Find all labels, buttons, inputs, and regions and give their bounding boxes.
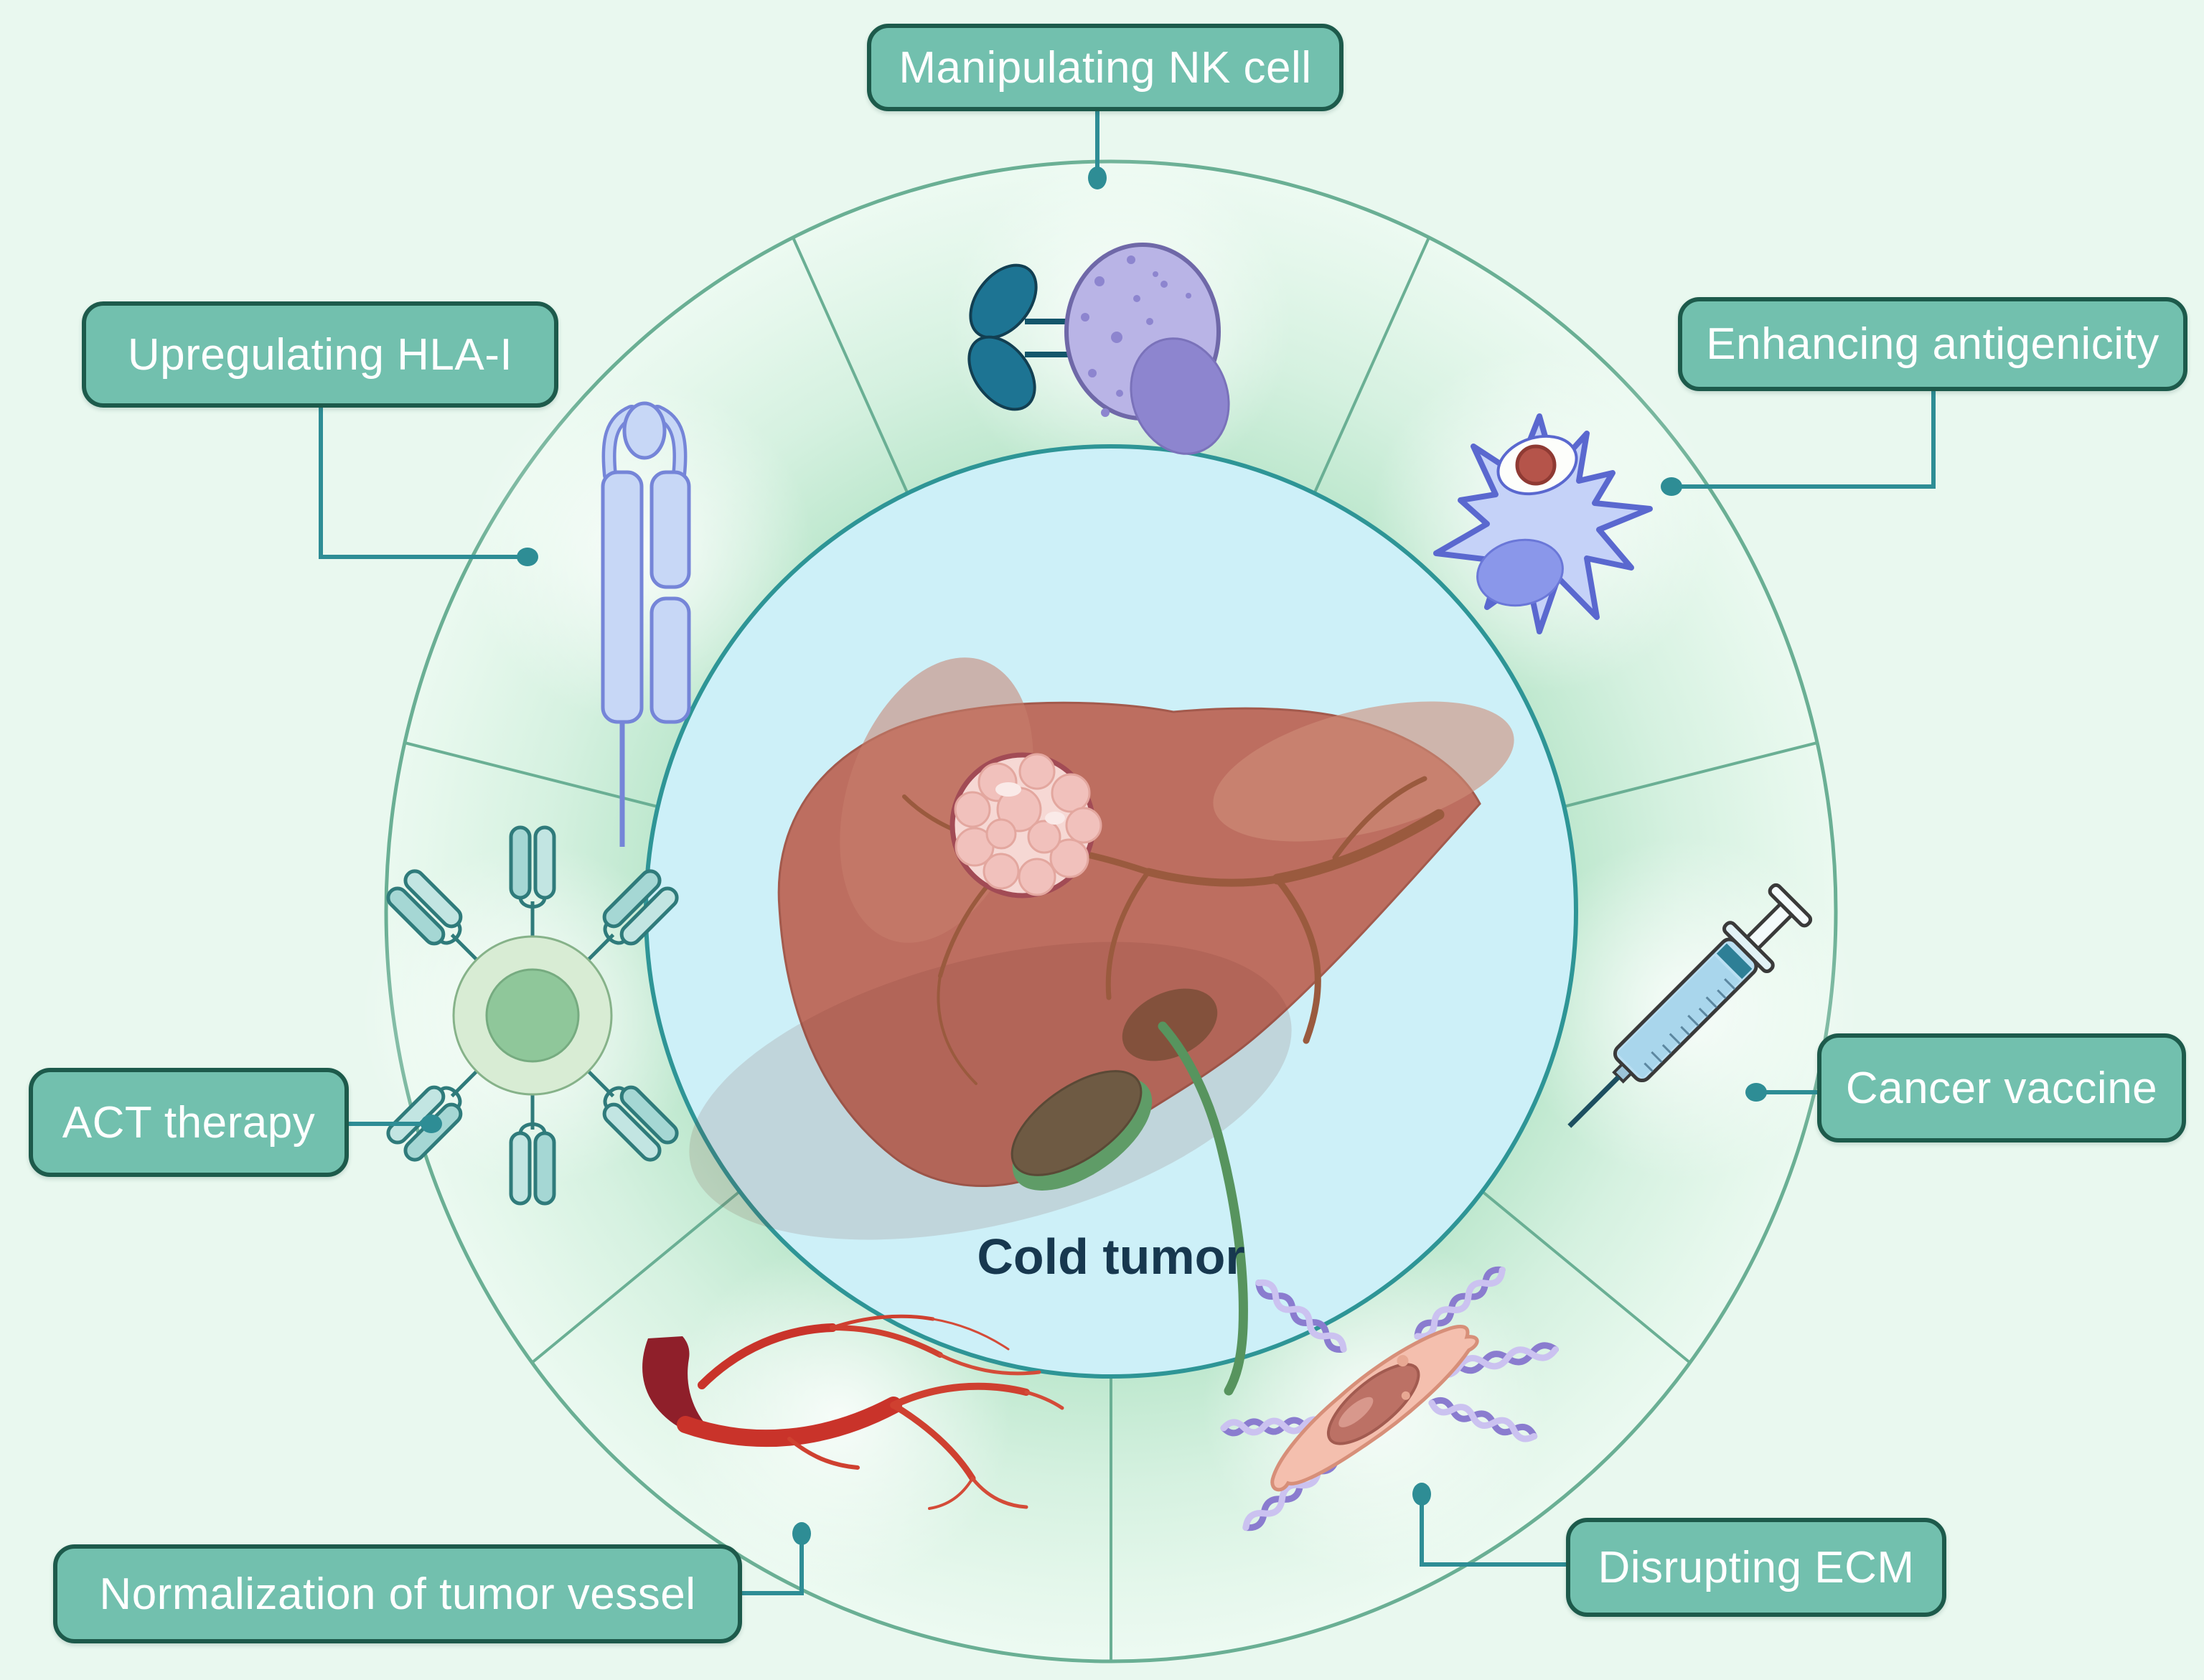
label-cancer-vaccine: Cancer vaccine	[1817, 1033, 2186, 1142]
liver-illustration	[689, 657, 1514, 1396]
syringe-scale-ticks	[1643, 978, 1736, 1072]
label-text: Manipulating NK cell	[899, 42, 1312, 93]
tumor-mass	[949, 752, 1102, 898]
nk-cell-icon	[967, 243, 1230, 455]
porta-hepatis	[1122, 988, 1218, 1061]
label-normalization-of-tumor-vessel: Normalization of tumor vessel	[53, 1544, 742, 1643]
center-caption: Cold tumor	[824, 1224, 1398, 1289]
connector-dots	[421, 166, 1767, 1545]
peptide-groove	[622, 401, 667, 460]
label-upregulating-hla-i: Upregulating HLA-I	[82, 301, 558, 408]
label-enhancing-antigenicity: Enhancing antigenicity	[1678, 297, 2187, 391]
hla-i-molecule-icon	[601, 401, 691, 847]
car-t-cell-icon	[386, 825, 679, 1206]
dendritic-cell-icon	[1433, 413, 1653, 634]
label-text: Disrupting ECM	[1598, 1542, 1915, 1592]
label-text: ACT therapy	[62, 1097, 316, 1148]
label-manipulating-nk-cell: Manipulating NK cell	[867, 24, 1343, 111]
label-text: Cancer vaccine	[1845, 1063, 2158, 1113]
label-connectors	[319, 111, 1936, 1595]
fibroblast-ecm-icon	[1220, 1266, 1559, 1531]
blood-vessel-icon	[642, 1314, 1064, 1510]
label-text: Normalization of tumor vessel	[99, 1569, 696, 1619]
bile-duct	[1158, 1021, 1248, 1396]
label-text: Enhancing antigenicity	[1706, 319, 2160, 369]
antigen-particle	[1515, 444, 1557, 486]
label-disrupting-ecm: Disrupting ECM	[1566, 1518, 1946, 1617]
car-receptors	[386, 825, 679, 1206]
label-act-therapy: ACT therapy	[29, 1068, 349, 1177]
syringe-icon	[1567, 883, 1813, 1128]
nk-granules	[1081, 255, 1191, 417]
gallbladder	[1010, 1070, 1153, 1191]
fibroblast-cell	[1270, 1324, 1479, 1492]
ring-segment-dividers	[404, 237, 1818, 1661]
center-caption-text: Cold tumor	[977, 1229, 1245, 1285]
label-text: Upregulating HLA-I	[127, 329, 513, 380]
needle	[1567, 1075, 1621, 1128]
